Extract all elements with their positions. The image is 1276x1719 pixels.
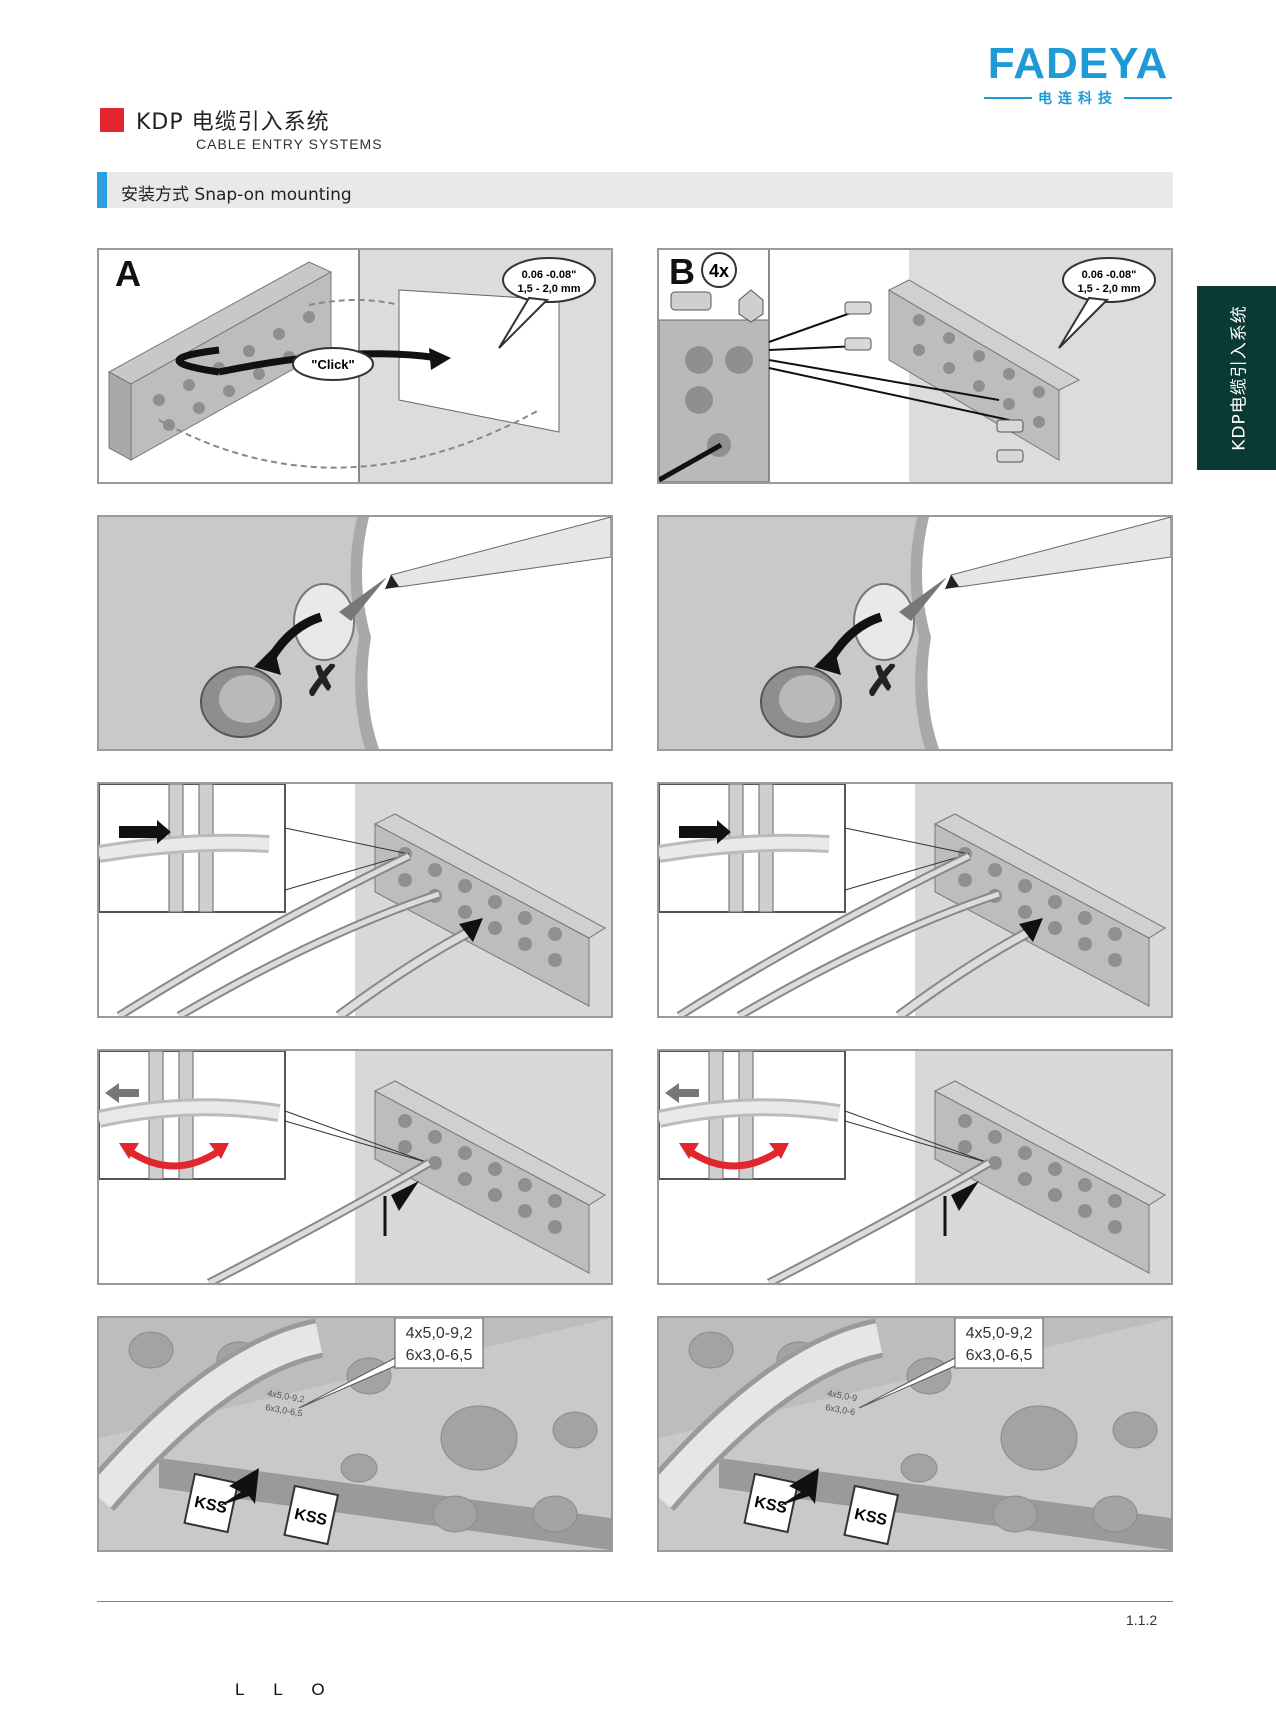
illustration-cable-insert xyxy=(99,784,611,1016)
section-header: 安装方式 Snap-on mounting xyxy=(97,172,1173,208)
logo-rule-right xyxy=(1124,97,1172,99)
logo-subtitle-text: 电连科技 xyxy=(1038,88,1118,108)
illustration-cable-release xyxy=(99,1051,611,1283)
screw-qty: 4x xyxy=(709,261,729,281)
step-letter-b: B xyxy=(669,251,695,292)
panel-b-step3 xyxy=(657,782,1173,1018)
thickness-inch: 0.06 -0.08" xyxy=(1082,269,1137,281)
click-label: "Click" xyxy=(311,357,354,372)
thickness-inch: 0.06 -0.08" xyxy=(522,269,577,281)
footer-rule xyxy=(97,1601,1173,1602)
page-subtitle: CABLE ENTRY SYSTEMS xyxy=(196,136,383,152)
thickness-mm: 1,5 - 2,0 mm xyxy=(518,283,581,295)
panel-a-step4 xyxy=(97,1049,613,1285)
illustration-membrane-pierce: ✗ xyxy=(659,517,1171,749)
panel-b-step4 xyxy=(657,1049,1173,1285)
panel-b-step1: B 4x 0.06 -0.08" 1,5 - 2,0 mm xyxy=(657,248,1173,484)
illustration-label-marking: 4x5,0-9,2 6x3,0-6,5 4x5,0-9 6x3,0-6 KSS … xyxy=(659,1318,1171,1550)
illustration-screw-mounting: B 4x 0.06 -0.08" 1,5 - 2,0 mm xyxy=(659,250,1171,482)
page-title: KDP 电缆引入系统 xyxy=(136,104,330,136)
footer-letter: L xyxy=(235,1680,246,1699)
illustration-label-marking: 4x5,0-9,2 6x3,0-6,5 4x5,0-9,2 6x3,0-6,5 … xyxy=(99,1318,611,1550)
spec-large-1: 4x5,0-9,2 xyxy=(966,1325,1033,1342)
panel-b-step5: 4x5,0-9,2 6x3,0-6,5 4x5,0-9 6x3,0-6 KSS … xyxy=(657,1316,1173,1552)
panel-a-step2: ✗ xyxy=(97,515,613,751)
footer-letter: O xyxy=(311,1680,326,1699)
page-number: 1.1.2 xyxy=(1126,1612,1157,1628)
panel-a-step3 xyxy=(97,782,613,1018)
spec-large-2: 6x3,0-6,5 xyxy=(966,1347,1033,1364)
logo-subtitle: 电连科技 xyxy=(978,88,1178,108)
footer-letters: L L O xyxy=(235,1680,347,1700)
illustration-membrane-pierce: ✗ xyxy=(99,517,611,749)
logo-wordmark: FADEYA xyxy=(978,42,1178,86)
brand-logo: FADEYA 电连科技 xyxy=(978,42,1178,108)
title-marker xyxy=(100,108,124,132)
panel-a-step1: "Click" A 0.06 -0.08" 1,5 - 2,0 mm xyxy=(97,248,613,484)
wrong-mark-icon: ✗ xyxy=(865,657,900,704)
spec-large-2: 6x3,0-6,5 xyxy=(406,1347,473,1364)
section-title: 安装方式 Snap-on mounting xyxy=(121,180,352,205)
illustration-cable-insert xyxy=(659,784,1171,1016)
side-tab: KDP电缆引入系统 xyxy=(1197,286,1276,470)
illustration-cable-release xyxy=(659,1051,1171,1283)
panel-a-step5: 4x5,0-9,2 6x3,0-6,5 4x5,0-9,2 6x3,0-6,5 … xyxy=(97,1316,613,1552)
thickness-mm: 1,5 - 2,0 mm xyxy=(1078,283,1141,295)
logo-rule-left xyxy=(984,97,1032,99)
spec-large-1: 4x5,0-9,2 xyxy=(406,1325,473,1342)
panel-b-step2: ✗ xyxy=(657,515,1173,751)
step-letter-a: A xyxy=(115,253,141,294)
illustration-frame-mounting: "Click" A 0.06 -0.08" 1,5 - 2,0 mm xyxy=(99,250,611,482)
wrong-mark-icon: ✗ xyxy=(305,657,340,704)
section-accent xyxy=(97,172,107,208)
footer-letter: L xyxy=(273,1680,284,1699)
side-tab-label: KDP电缆引入系统 xyxy=(1224,305,1249,451)
